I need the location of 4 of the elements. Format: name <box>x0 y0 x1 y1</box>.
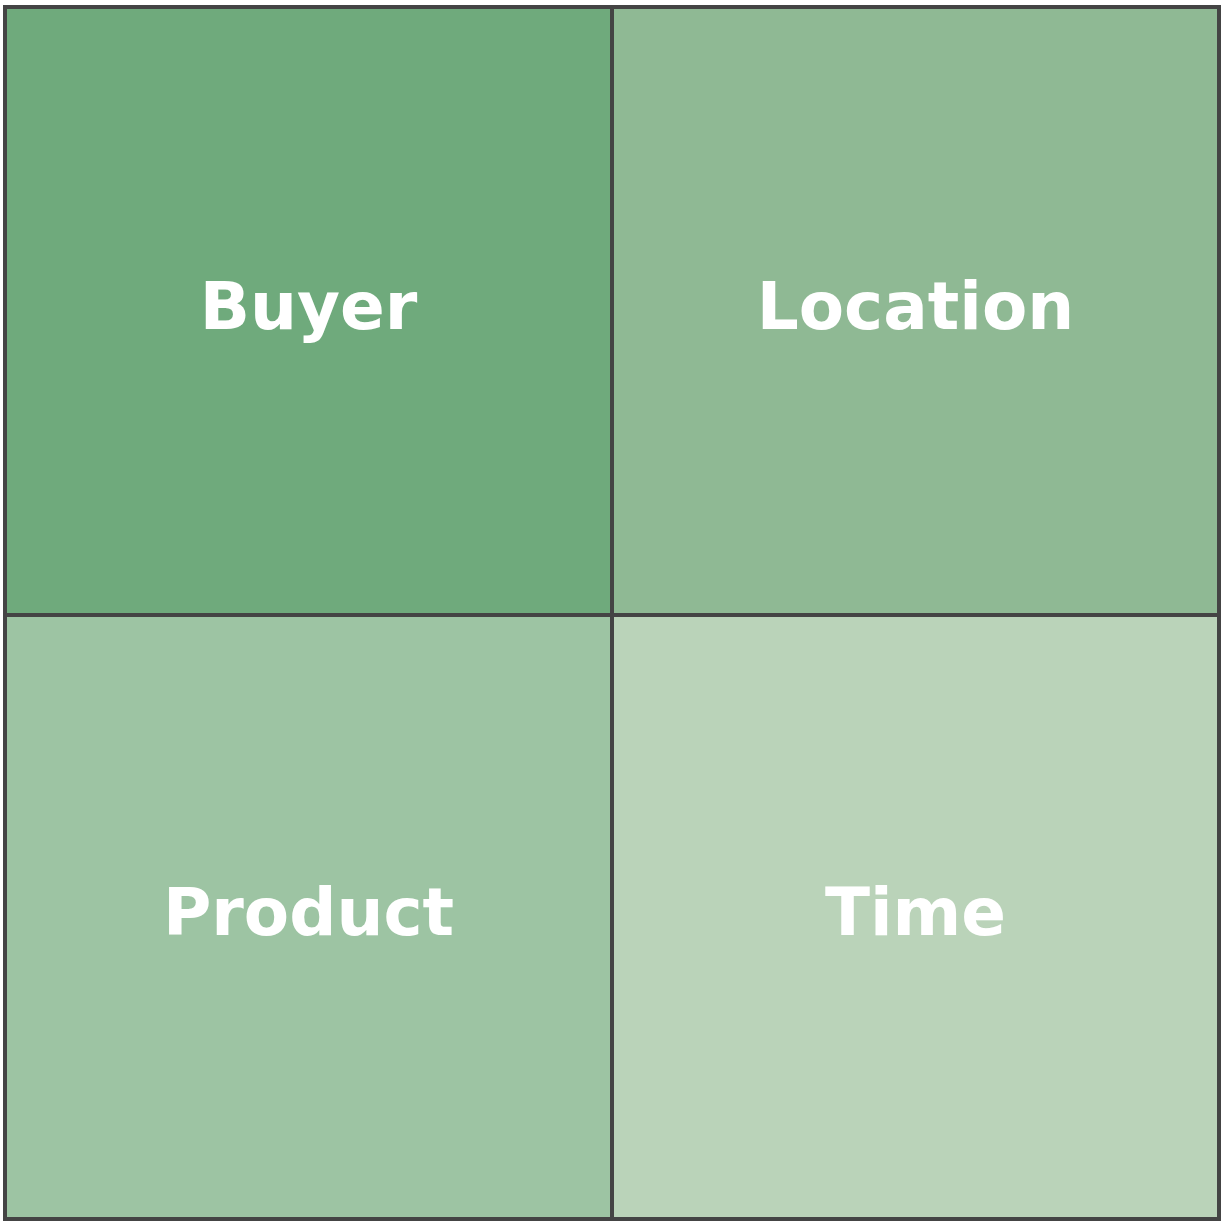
tile-label: Time <box>824 873 1007 951</box>
tile-label: Product <box>162 873 455 951</box>
tile-label: Buyer <box>199 267 418 345</box>
tile-label: Location <box>756 267 1075 345</box>
